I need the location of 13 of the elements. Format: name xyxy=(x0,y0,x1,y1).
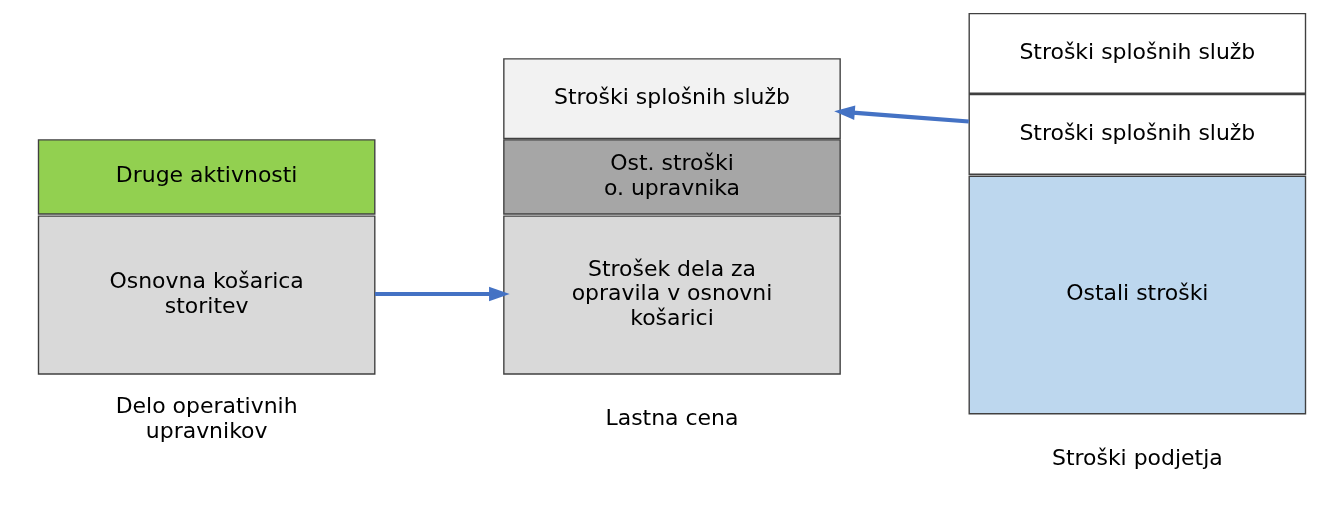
node-box: Osnovna košarica storitev xyxy=(37,215,375,375)
arrow xyxy=(833,105,969,124)
label: Delo operativnih upravnikov xyxy=(115,392,298,443)
node-box: Ost. stroški o. upravnika xyxy=(502,139,841,215)
node-box: Druge aktivnosti xyxy=(37,139,375,215)
label: Lastna cena xyxy=(604,405,739,431)
node-box: Stroški splošnih služb xyxy=(968,93,1306,175)
arrow xyxy=(374,286,510,302)
node-box: Stroški splošnih služb xyxy=(968,12,1306,94)
node-box: Stroški splošnih služb xyxy=(502,58,841,140)
label: Stroški podjetja xyxy=(1051,444,1223,470)
node-box: Strošek dela za opravila v osnovni košarici xyxy=(502,215,841,375)
node-box: Ostali stroški xyxy=(968,175,1306,415)
